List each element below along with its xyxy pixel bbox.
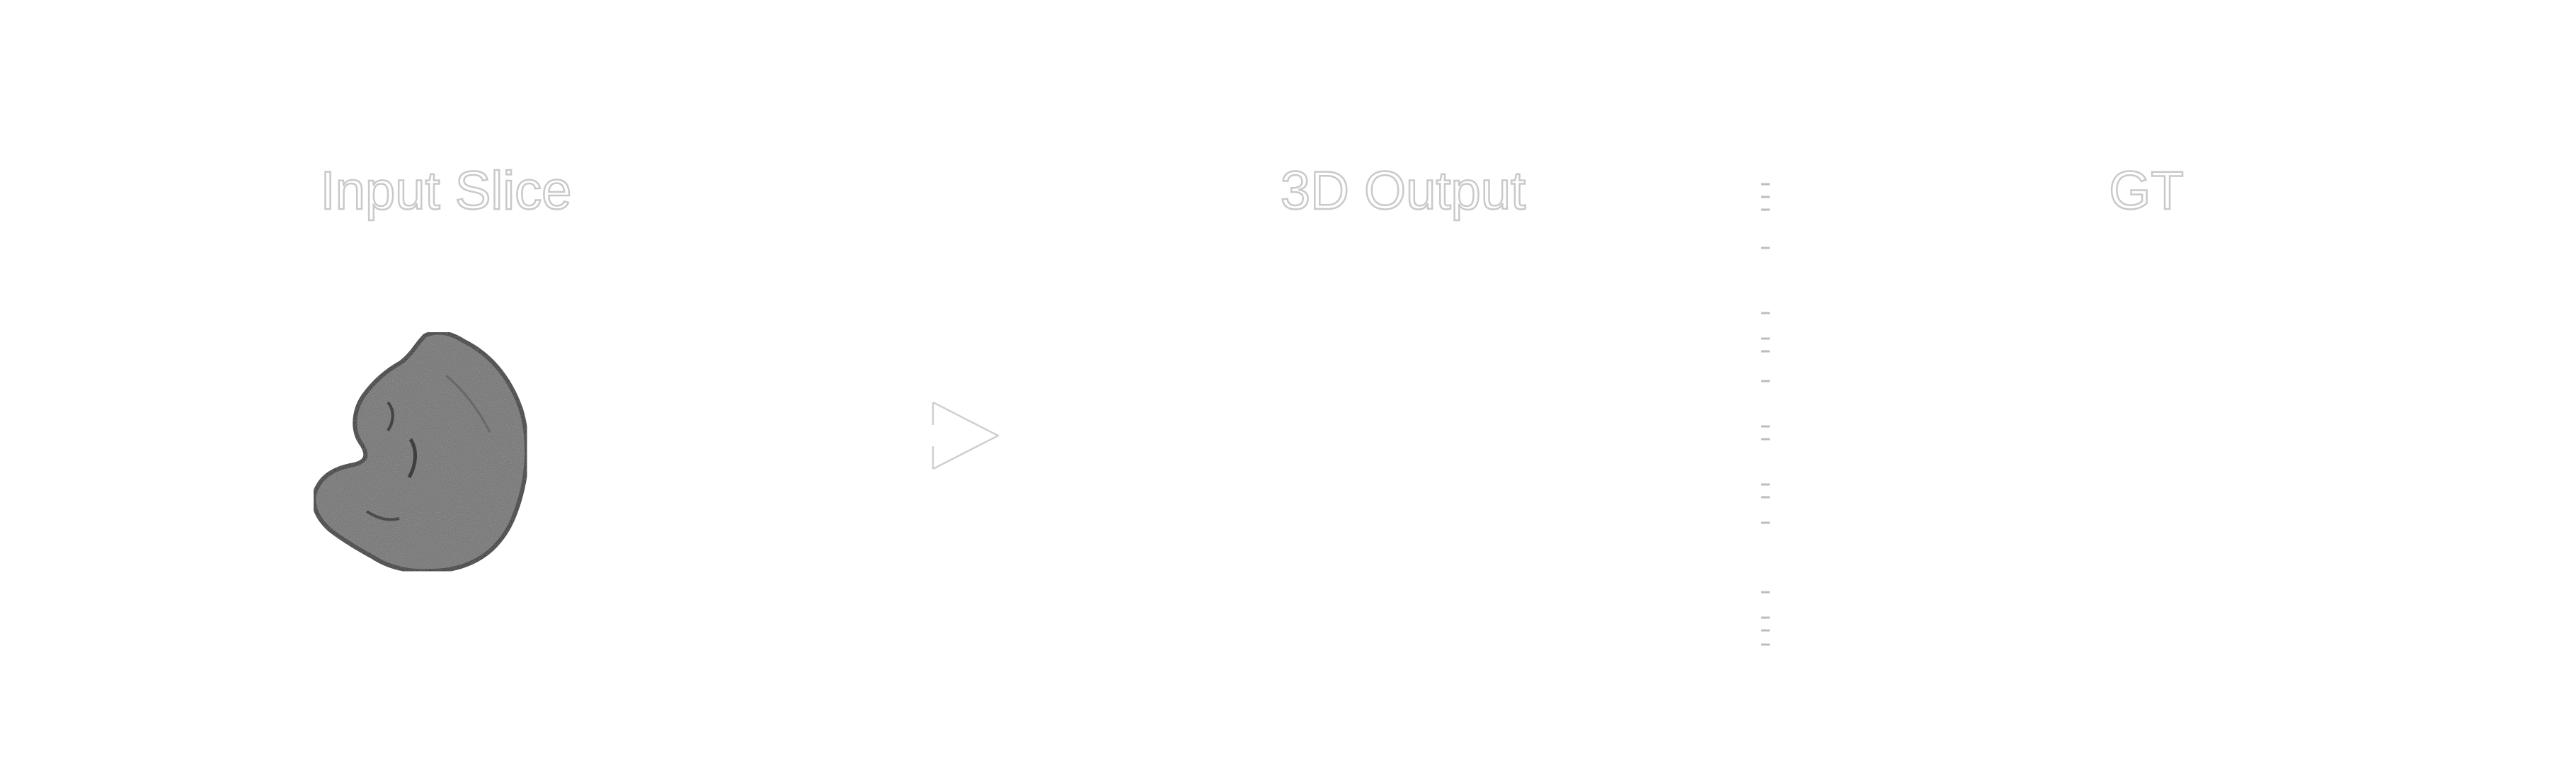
input-slice-title: Input Slice — [319, 161, 572, 221]
panel-divider — [1761, 183, 1770, 646]
3d-output-title: 3D Output — [1280, 161, 1527, 221]
input-slice-image — [311, 330, 529, 574]
triangle-arrow-right-icon — [932, 401, 1000, 470]
gt-title: GT — [2108, 161, 2185, 221]
